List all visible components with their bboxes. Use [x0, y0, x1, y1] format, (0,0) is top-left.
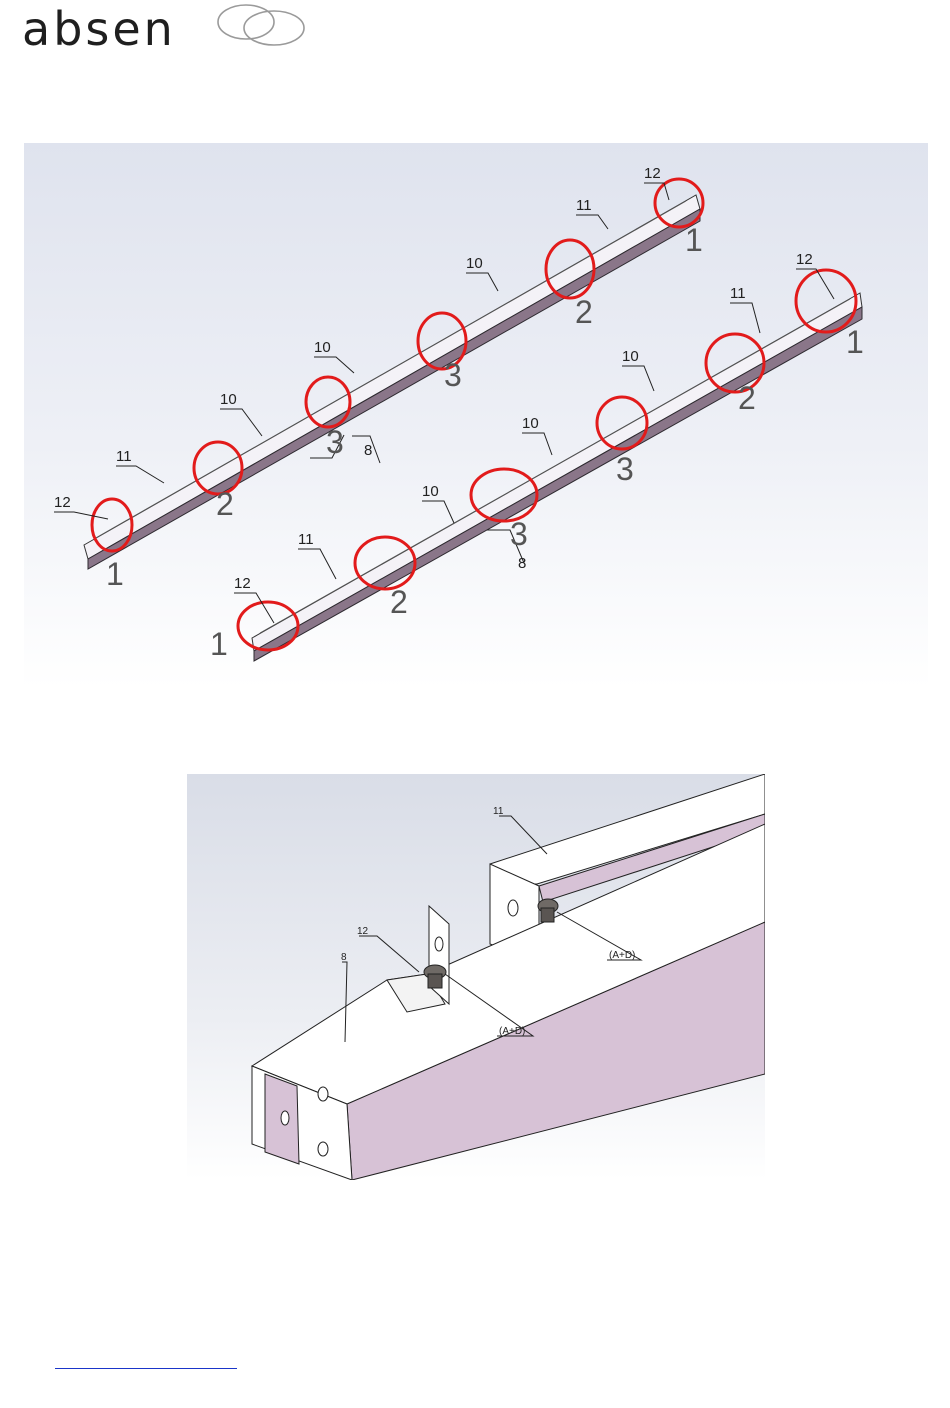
position-label-2: 2 — [575, 294, 593, 330]
logo-rings-icon — [204, 2, 324, 48]
callout-12: 12 — [234, 575, 251, 592]
position-label-2: 2 — [738, 380, 756, 416]
callout-8: 8 — [364, 442, 372, 459]
callout-11: 11 — [116, 448, 132, 465]
part-label-11: 11 — [493, 806, 504, 817]
callout-12: 12 — [54, 494, 71, 511]
bolt-label: (A+D) — [609, 950, 635, 961]
callout-11: 11 — [298, 531, 314, 548]
callout-11: 11 — [576, 197, 592, 214]
position-label-3: 3 — [510, 516, 528, 552]
beam-joint-detail-figure: 11 12 8 (A+D) (A+D) — [187, 774, 765, 1180]
callout-8: 8 — [518, 555, 526, 572]
position-label-3: 3 — [444, 357, 462, 393]
position-label-1: 1 — [685, 222, 703, 258]
position-label-2: 2 — [216, 486, 234, 522]
footer-link[interactable] — [55, 1353, 237, 1369]
callout-10: 10 — [522, 415, 539, 432]
position-label-2: 2 — [390, 584, 408, 620]
position-label-3: 3 — [616, 451, 634, 487]
callout-10: 10 — [422, 483, 439, 500]
footer-link-underline — [55, 1368, 237, 1369]
position-label-1: 1 — [106, 556, 124, 592]
brand-logo: absen — [18, 0, 318, 58]
callout-12: 12 — [796, 251, 813, 268]
beam-assembly-drawing: 12 11 10 10 10 11 12 8 11 10 10 10 11 12… — [24, 143, 928, 688]
callout-11: 11 — [730, 285, 746, 302]
position-label-3: 3 — [326, 424, 344, 460]
bolt-label: (A+D) — [499, 1026, 525, 1037]
callout-12: 12 — [644, 165, 661, 182]
callout-10: 10 — [314, 339, 331, 356]
position-label-1: 1 — [846, 324, 864, 360]
callout-10: 10 — [466, 255, 483, 272]
part-label-8: 8 — [341, 952, 347, 963]
beam-assembly-overview-figure: 12 11 10 10 10 11 12 8 11 10 10 10 11 12… — [24, 143, 928, 688]
beam-joint-drawing: 11 12 8 (A+D) (A+D) — [187, 774, 765, 1180]
callout-10: 10 — [622, 348, 639, 365]
part-label-12: 12 — [357, 926, 369, 937]
position-label-1: 1 — [210, 626, 228, 662]
logo-wordmark: absen — [22, 2, 176, 56]
callout-10: 10 — [220, 391, 237, 408]
